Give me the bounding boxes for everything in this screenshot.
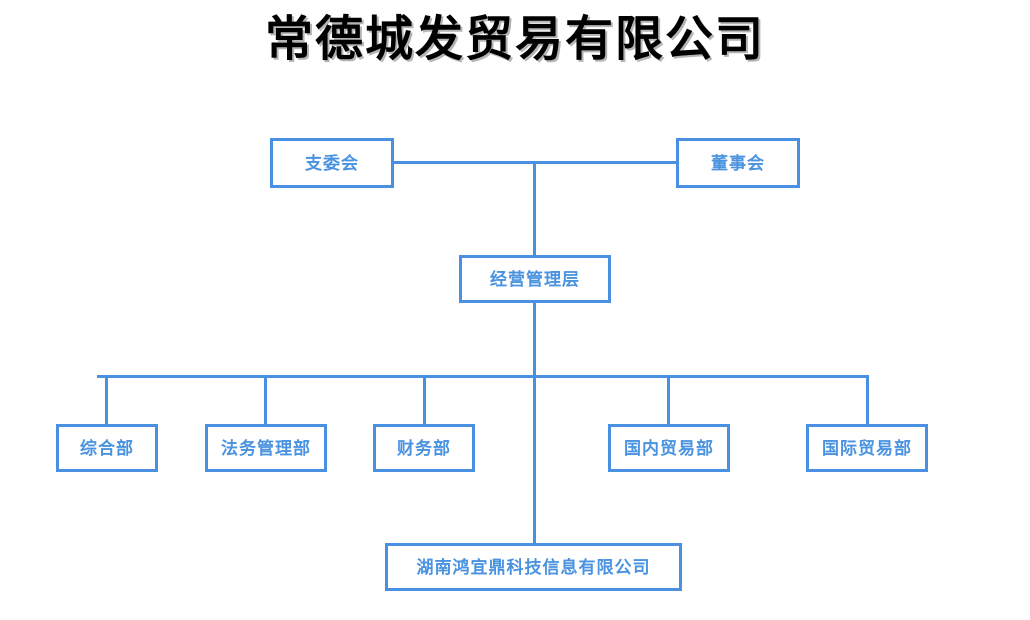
connector-drop-dept-0 — [105, 375, 108, 425]
node-department-international-trade[interactable]: 国际贸易部 — [806, 424, 928, 472]
node-board-of-directors[interactable]: 董事会 — [676, 138, 800, 188]
node-party-committee[interactable]: 支委会 — [270, 138, 394, 188]
connector-top-to-management — [533, 161, 536, 256]
connector-drop-dept-1 — [264, 375, 267, 425]
node-department-finance[interactable]: 财务部 — [373, 424, 475, 472]
node-department-general-affairs[interactable]: 综合部 — [56, 424, 158, 472]
connector-drop-dept-4 — [866, 375, 869, 425]
connector-bus-to-subsidiary — [533, 375, 536, 545]
node-department-domestic-trade[interactable]: 国内贸易部 — [608, 424, 730, 472]
connector-management-to-bus — [533, 302, 536, 377]
connector-drop-dept-3 — [667, 375, 670, 425]
page-title: 常德城发贸易有限公司 — [264, 13, 765, 66]
connector-drop-dept-2 — [423, 375, 426, 425]
node-management-layer[interactable]: 经营管理层 — [459, 255, 611, 303]
node-subsidiary-company[interactable]: 湖南鸿宜鼎科技信息有限公司 — [385, 543, 682, 591]
node-department-legal-management[interactable]: 法务管理部 — [205, 424, 327, 472]
connector-department-bus — [97, 375, 869, 378]
